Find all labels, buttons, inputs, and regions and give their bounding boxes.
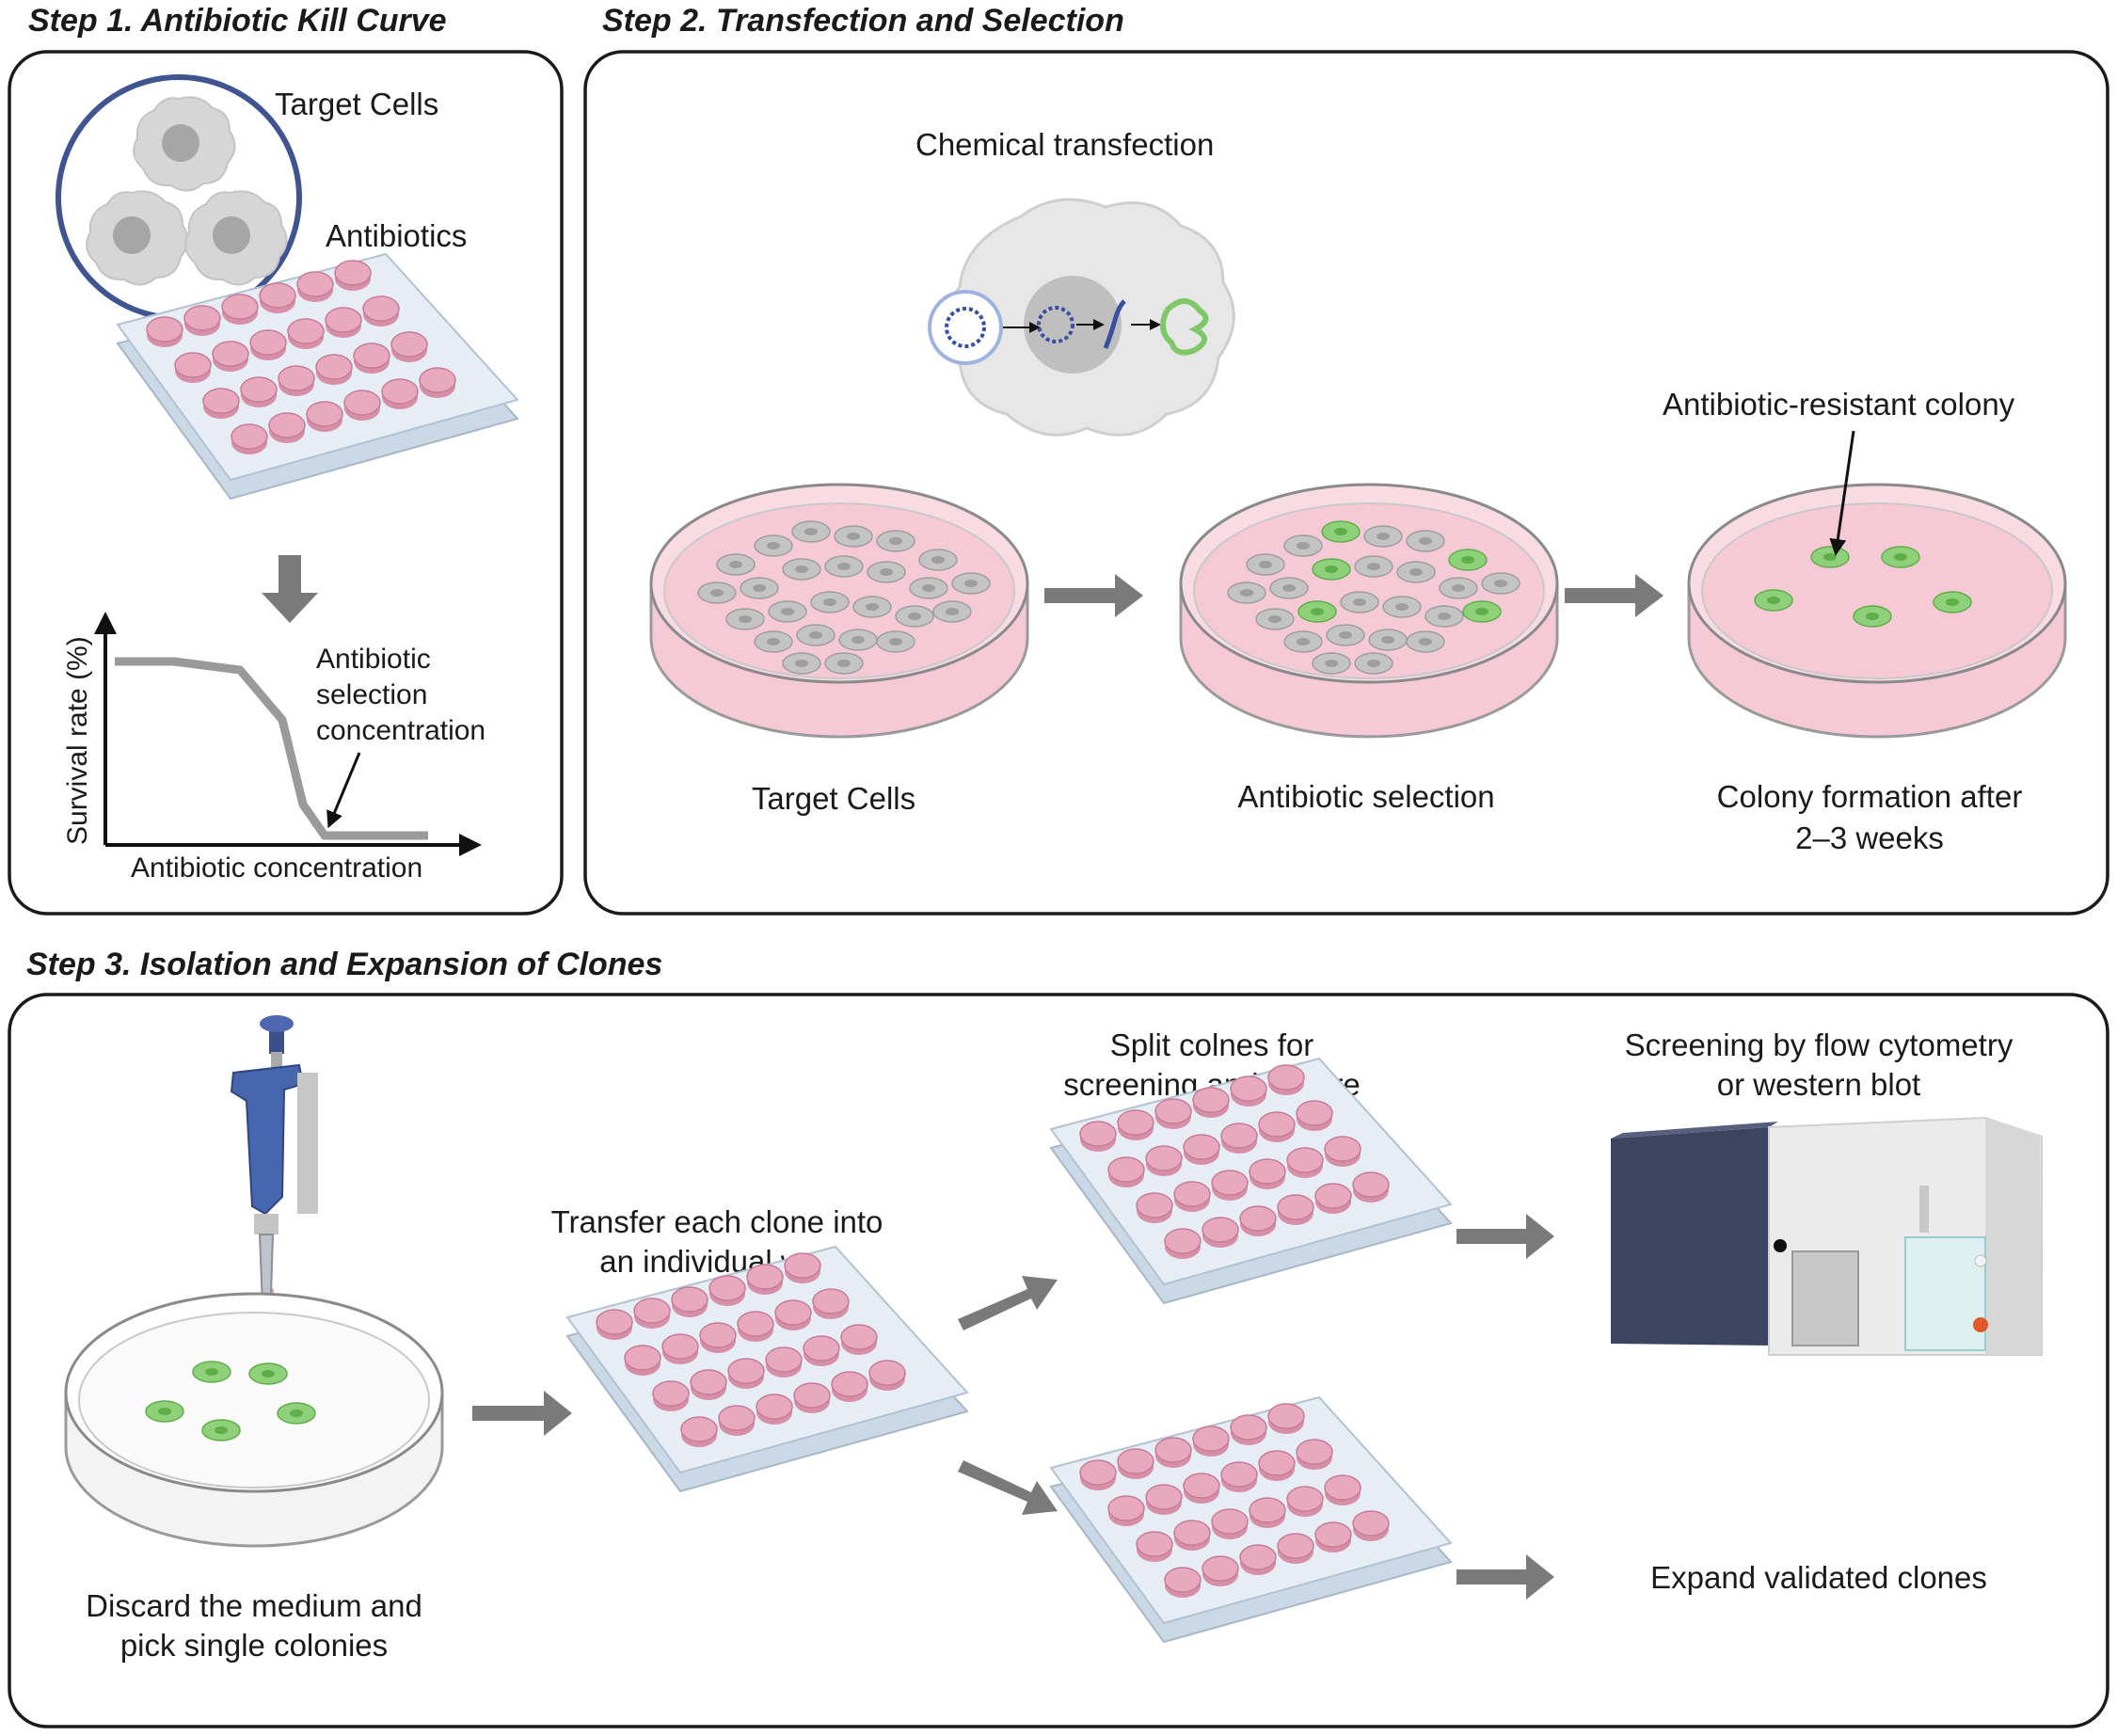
selection-label-line1: Antibiotic: [316, 644, 431, 675]
screen-label-line1: Screening by flow cytometry: [1625, 1027, 2014, 1062]
transfection-cell-icon: [928, 198, 1235, 437]
dish-label-colony-line1: Colony formation after: [1717, 779, 2023, 814]
target-cells-icon: [86, 96, 288, 286]
step1-title: Step 1. Antibiotic Kill Curve: [28, 3, 447, 39]
well-plate-transfer: [565, 1245, 969, 1493]
well-plate-step1: [116, 252, 519, 501]
dish-target-cells: [649, 483, 1029, 739]
transfer-label-line1: Transfer each clone into: [551, 1204, 883, 1239]
chemical-transfection-label: Chemical transfection: [915, 127, 1214, 162]
pick-label-line1: Discard the medium and: [86, 1588, 422, 1623]
resistant-colony-label: Antibiotic-resistant colony: [1663, 387, 2015, 422]
survival-curve-line: [115, 657, 428, 840]
selection-label-line2: selection: [316, 679, 427, 710]
expand-label: Expand validated clones: [1650, 1560, 1987, 1595]
selection-pointer: [326, 752, 361, 829]
arrow-to-split-bottom: [958, 1460, 1058, 1515]
well-plate-screening: [1049, 1057, 1453, 1305]
arrow-to-colony: [1565, 574, 1663, 617]
arrow-to-expand: [1456, 1554, 1554, 1600]
dish-label-selection: Antibiotic selection: [1237, 779, 1494, 814]
kill-curve-chart: Survival rate (%) Antibiotic concentrati…: [62, 612, 485, 884]
step3-title: Step 3. Isolation and Expansion of Clone…: [26, 947, 662, 982]
dish-antibiotic-selection: [1179, 483, 1559, 739]
arrow-to-selection: [1044, 574, 1143, 617]
pick-label-line2: pick single colonies: [120, 1628, 388, 1663]
step2-title: Step 2. Transfection and Selection: [602, 3, 1124, 39]
antibiotics-label: Antibiotics: [326, 218, 467, 253]
dish-label-colony-line2: 2–3 weeks: [1795, 820, 1944, 855]
magnifier-icon: [56, 74, 302, 395]
flow-cytometer-icon: [1611, 1116, 2043, 1356]
arrow-to-transfer: [472, 1391, 572, 1436]
dish-label-target: Target Cells: [752, 781, 915, 816]
target-cells-label: Target Cells: [275, 87, 438, 121]
split-label-line1: Split colnes for: [1110, 1027, 1313, 1062]
selection-label-line3: concentration: [316, 715, 485, 746]
pipette-icon: [230, 1015, 318, 1384]
well-plate-culture: [1049, 1395, 1453, 1644]
down-arrow: [262, 555, 318, 623]
y-axis-label: Survival rate (%): [62, 636, 93, 845]
dish-pick-colonies: [64, 1292, 444, 1548]
dish-colony-formation: [1687, 483, 2067, 739]
screen-label-line2: or western blot: [1717, 1067, 1920, 1102]
resistant-colony-pointer: [1829, 430, 1855, 556]
arrow-to-split-top: [958, 1276, 1058, 1330]
step3-panel: [8, 993, 2109, 1728]
x-axis-label: Antibiotic concentration: [131, 852, 422, 884]
arrow-to-screening: [1456, 1214, 1554, 1259]
